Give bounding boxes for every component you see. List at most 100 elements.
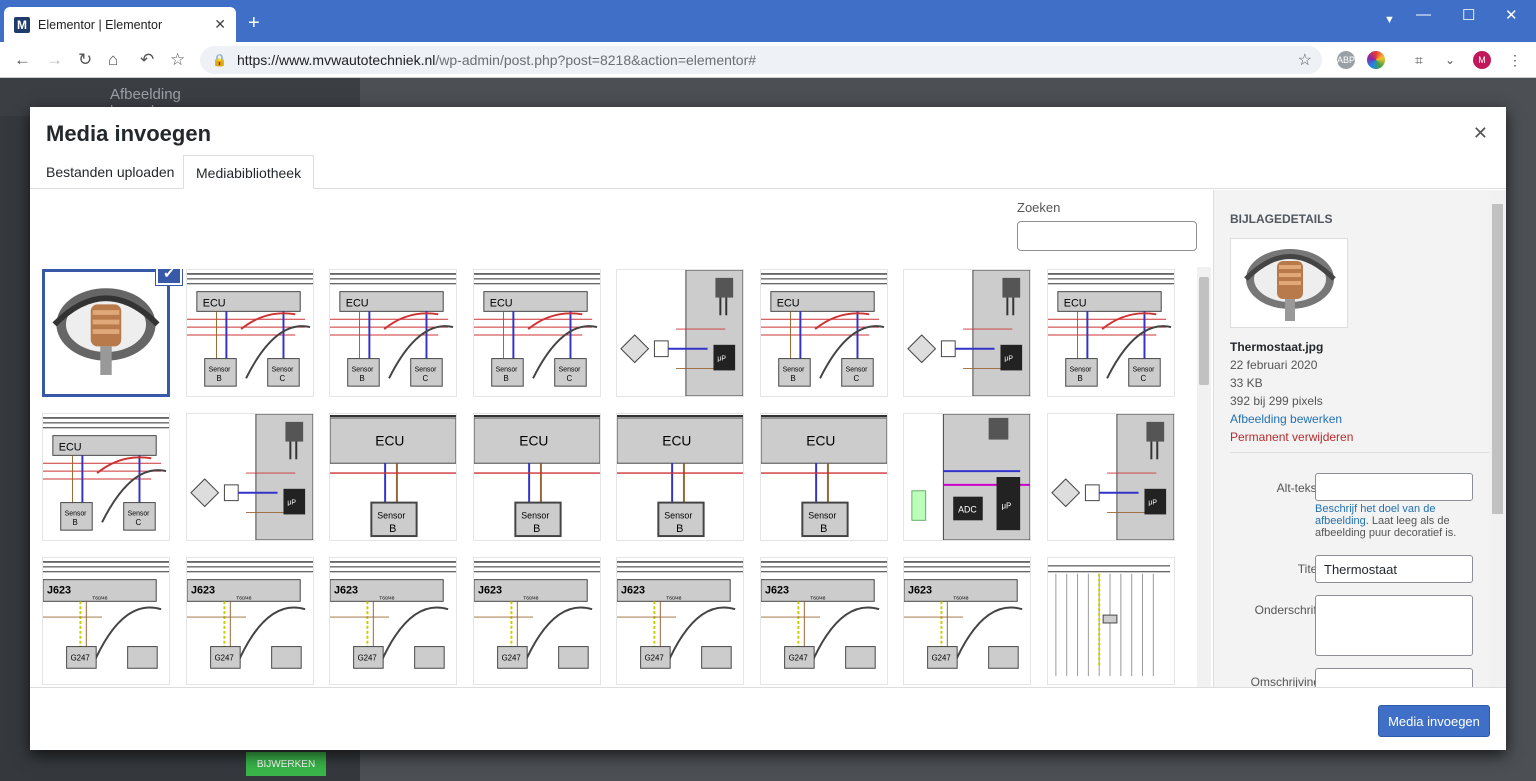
title-label: Titel: [1297, 562, 1320, 576]
media-thumbnail[interactable]: [1046, 557, 1175, 685]
forward-icon[interactable]: →: [46, 50, 63, 69]
adblock-icon[interactable]: ABP: [1337, 51, 1355, 69]
svg-text:B: B: [790, 374, 795, 383]
back-icon[interactable]: ←: [14, 50, 31, 69]
svg-text:J623: J623: [190, 584, 214, 596]
media-thumbnail[interactable]: [42, 269, 170, 397]
caption-field[interactable]: [1315, 595, 1473, 656]
alt-text-label: Alt-tekst: [1276, 481, 1320, 495]
media-thumbnail[interactable]: μP: [185, 413, 314, 541]
crop-icon[interactable]: ⌗: [1415, 51, 1423, 68]
details-scrollbar[interactable]: [1489, 190, 1506, 687]
svg-text:ECU: ECU: [806, 434, 835, 449]
update-button[interactable]: BIJWERKEN: [246, 752, 326, 776]
star-icon[interactable]: ☆: [1297, 52, 1312, 69]
maximize-icon[interactable]: ☐: [1462, 7, 1476, 24]
delete-permanently-link[interactable]: Permanent verwijderen: [1230, 430, 1354, 444]
bookmark-icon[interactable]: ☆: [170, 50, 186, 69]
modal-title: Media invoegen: [46, 121, 212, 146]
minimize-icon[interactable]: —: [1416, 6, 1431, 23]
menu-icon[interactable]: ⋮: [1508, 51, 1522, 68]
search-label: Zoeken: [1017, 200, 1061, 215]
reload-icon[interactable]: ↻: [78, 50, 93, 69]
selected-check-icon[interactable]: ✔: [156, 269, 182, 285]
svg-text:Sensor: Sensor: [1132, 366, 1154, 373]
alt-text-field[interactable]: [1315, 473, 1473, 501]
svg-text:J623: J623: [477, 584, 501, 596]
svg-text:B: B: [676, 523, 683, 535]
svg-text:J623: J623: [764, 584, 788, 596]
alt-help-link[interactable]: Beschrijf het doel van de afbeelding: [1315, 503, 1436, 527]
close-window-icon[interactable]: ✕: [1505, 7, 1518, 24]
media-thumbnail[interactable]: μP: [616, 269, 744, 397]
svg-text:C: C: [566, 374, 572, 383]
url-field[interactable]: 🔒 https://www.mvwautotechniek.nl /wp-adm…: [200, 46, 1322, 74]
alt-help-text: . Laat leeg als de afbeelding puur decor…: [1315, 515, 1457, 539]
attachment-details: Bijlagedetails Thermostaat.jpg 22 februa…: [1213, 190, 1506, 687]
search-input[interactable]: [1017, 221, 1197, 251]
description-field[interactable]: [1315, 668, 1473, 687]
media-thumbnail[interactable]: μP: [1046, 413, 1175, 541]
grid-scrollbar[interactable]: [1197, 267, 1211, 687]
avatar[interactable]: M: [1473, 51, 1491, 69]
chevrons-icon[interactable]: ⌄: [1444, 53, 1456, 67]
file-name: Thermostaat.jpg: [1230, 340, 1324, 354]
file-size: 33 KB: [1230, 376, 1263, 390]
svg-text:G247: G247: [214, 653, 233, 662]
svg-text:B: B: [503, 374, 508, 383]
title-field[interactable]: Thermostaat: [1315, 555, 1473, 583]
svg-text:ECU: ECU: [59, 441, 82, 453]
color-extension-icon[interactable]: [1367, 51, 1385, 69]
insert-media-button[interactable]: Media invoegen: [1378, 705, 1490, 737]
undo-icon[interactable]: ↶: [140, 50, 155, 69]
close-tab-icon[interactable]: ✕: [214, 16, 226, 32]
svg-text:Sensor: Sensor: [782, 366, 804, 373]
svg-text:J623: J623: [334, 584, 358, 596]
browser-tab[interactable]: M Elementor | Elementor ✕: [4, 7, 236, 42]
svg-text:B: B: [73, 518, 78, 527]
svg-text:J623: J623: [621, 584, 645, 596]
svg-text:G247: G247: [501, 653, 520, 662]
home-icon[interactable]: ⌂: [108, 50, 119, 69]
svg-text:Sensor: Sensor: [845, 366, 867, 373]
svg-text:T60/48: T60/48: [379, 595, 395, 601]
svg-text:Sensor: Sensor: [1069, 366, 1091, 373]
svg-text:ECU: ECU: [375, 434, 404, 449]
close-icon[interactable]: ✕: [1472, 123, 1488, 143]
svg-text:Sensor: Sensor: [808, 510, 836, 520]
url-path: /wp-admin/post.php?post=8218&action=elem…: [435, 52, 757, 68]
tab-upload[interactable]: Bestanden uploaden: [46, 164, 175, 180]
svg-text:μP: μP: [1148, 500, 1157, 507]
media-modal: Media invoegen ✕ Bestanden uploaden Medi…: [30, 107, 1506, 750]
svg-text:μP: μP: [1004, 356, 1013, 363]
edit-image-link[interactable]: Afbeelding bewerken: [1230, 412, 1343, 426]
media-thumbnail[interactable]: μP: [903, 269, 1031, 397]
description-label: Omschrijving: [1250, 675, 1320, 687]
svg-text:ECU: ECU: [519, 434, 548, 449]
svg-text:Sensor: Sensor: [377, 510, 405, 520]
svg-text:B: B: [820, 523, 827, 535]
new-tab-icon[interactable]: +: [248, 12, 260, 34]
url-host: https://www.mvwautotechniek.nl: [236, 52, 436, 68]
tab-library[interactable]: Mediabibliotheek: [183, 155, 315, 189]
tab-search-icon[interactable]: ▼: [1384, 14, 1395, 26]
svg-text:Sensor: Sensor: [352, 366, 374, 373]
